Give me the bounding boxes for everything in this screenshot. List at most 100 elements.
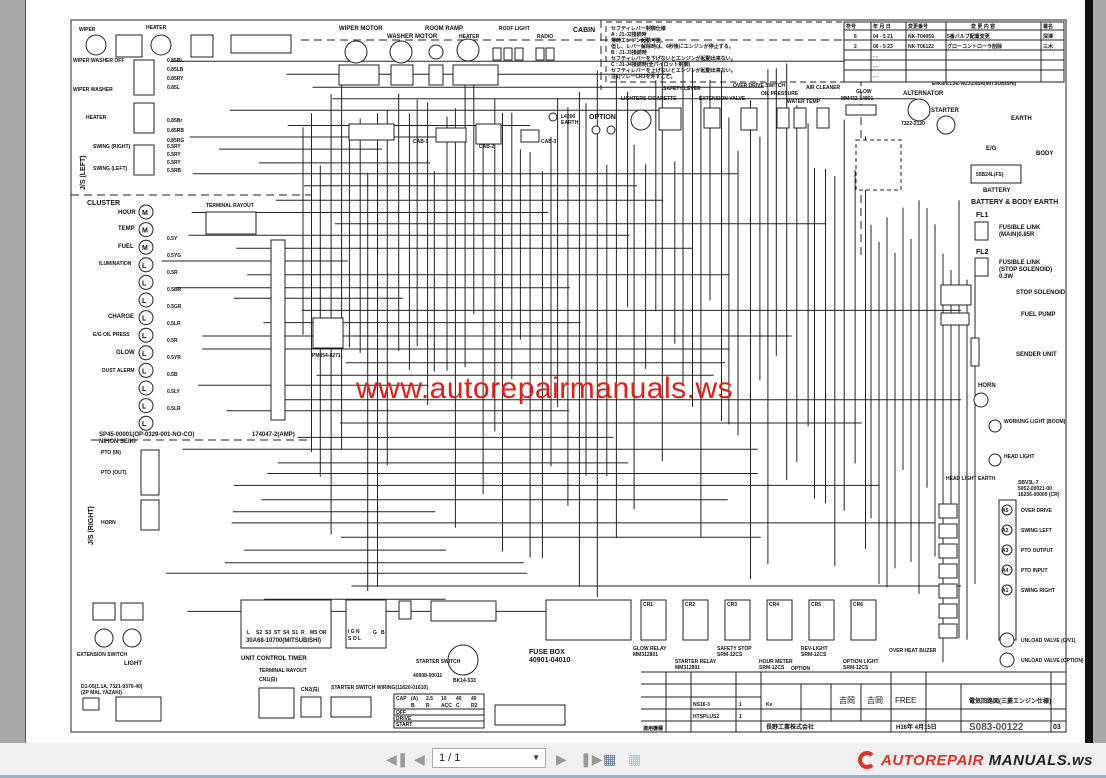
diagram-shape bbox=[348, 123, 395, 141]
label: B bbox=[411, 703, 415, 709]
label: FUSIBLE LINK bbox=[999, 260, 1041, 266]
label: C : J1-J4接続時(全パイロット制御) bbox=[611, 61, 691, 68]
label: 0.5B bbox=[167, 372, 178, 378]
left-panel: WIPER HEATER WIPER·WASHER OFF WIPER WASH… bbox=[73, 25, 344, 722]
lamp-icon bbox=[138, 415, 154, 431]
heater-switch-icon bbox=[150, 34, 172, 56]
next-page-icon[interactable]: ▶ bbox=[556, 751, 567, 767]
diagram-shape bbox=[855, 139, 902, 191]
label: SWING (LEFT) bbox=[93, 166, 127, 172]
diagram-shape bbox=[514, 47, 524, 61]
cabin-devices: WIPER MOTOR WASHER MOTOR ROOM RAMP HEATE… bbox=[338, 25, 1058, 206]
extension-switch-icon bbox=[94, 628, 114, 648]
diagram-shape bbox=[389, 40, 413, 64]
diagram-shape bbox=[345, 599, 387, 649]
label: 変 更 内 容 bbox=[971, 23, 995, 30]
label: 0.5RB bbox=[167, 168, 182, 174]
diagram-shape bbox=[140, 449, 160, 496]
label: 0.5YG bbox=[167, 253, 181, 259]
diagram-shape bbox=[71, 20, 862, 441]
lamp-glyph: L bbox=[142, 404, 147, 411]
diagram-shape bbox=[520, 129, 540, 143]
label: FL2 bbox=[976, 249, 989, 256]
label: 但し、レバー解除時は、6秒後にエンジンが停止する。 bbox=[610, 43, 734, 50]
label: 06 - 5 23 bbox=[873, 44, 893, 50]
cigarette-lighter-icon bbox=[630, 109, 652, 131]
diagram-shape bbox=[82, 697, 100, 711]
label: HEAD LIGHT EARTH bbox=[946, 476, 996, 482]
label: HTSPLUS2 bbox=[693, 714, 719, 720]
diagram-shape bbox=[312, 317, 344, 349]
horn-icon bbox=[973, 392, 989, 408]
label: OVER DRIVE SWITCH bbox=[733, 83, 785, 89]
label: B : J1-J3接続時 bbox=[611, 49, 647, 56]
unload-valve-icon bbox=[999, 632, 1015, 648]
relay-3 bbox=[724, 599, 751, 641]
fit-page-icon[interactable]: ▦ bbox=[603, 751, 617, 767]
connector-174047 bbox=[270, 239, 286, 421]
label: LIGHT bbox=[124, 661, 142, 667]
lamp-icon bbox=[138, 362, 154, 378]
label: UNLOAD VALVE (OPTION) bbox=[1021, 658, 1084, 664]
label: 変更番号 bbox=[908, 23, 928, 30]
previous-page-icon[interactable]: ◀ bbox=[414, 751, 425, 767]
unload-valve-icon bbox=[999, 652, 1015, 668]
label: H16年 4月15日 bbox=[896, 723, 937, 731]
site-logo: AUTOREPAIR MANUALS.ws bbox=[858, 749, 1093, 771]
label: A5 bbox=[1002, 508, 1009, 514]
label: SWING (RIGHT) bbox=[93, 144, 131, 150]
label: 2.5 bbox=[426, 696, 433, 702]
label: 署名 bbox=[1042, 23, 1053, 30]
page-number-select[interactable]: 1 / 1 ▼ bbox=[432, 748, 546, 768]
label: CN2(白) bbox=[301, 686, 320, 693]
label: OR bbox=[319, 630, 327, 636]
label: 吉岡 bbox=[867, 696, 883, 705]
head-light-icon bbox=[988, 453, 1002, 467]
working-light-icon bbox=[988, 419, 1002, 433]
label: 0.5Y bbox=[167, 236, 178, 242]
label: CAB-3 bbox=[541, 139, 556, 145]
lamp-glyph: L bbox=[142, 368, 147, 375]
label: STARTER SWITCH bbox=[416, 659, 461, 665]
label: GLOW RELAY bbox=[633, 646, 667, 652]
first-page-icon[interactable]: ◀❚ bbox=[386, 751, 409, 767]
label: EXTENSION SWITCH bbox=[77, 652, 127, 658]
label: セフティレバーを上げないとエンジンが起動出来ない。 bbox=[611, 67, 736, 74]
label: NK-T04059 bbox=[908, 34, 934, 40]
label: 6 bbox=[854, 34, 857, 40]
lamp-icon bbox=[138, 292, 154, 308]
relay-2 bbox=[682, 599, 709, 641]
relay-4 bbox=[766, 599, 793, 641]
label: NIHON SEIKI bbox=[99, 439, 136, 445]
last-page-icon[interactable]: ❚▶ bbox=[580, 751, 603, 767]
valve-connector bbox=[938, 603, 958, 619]
valve-connector bbox=[938, 563, 958, 579]
right-panel: FL1 FUSIBLE LINK(MAIN)0.85R FL2 FUSIBLE … bbox=[938, 212, 1084, 668]
watermark-text[interactable]: www.autorepairmanuals.ws bbox=[356, 372, 734, 405]
label: 適用機種 bbox=[643, 725, 663, 732]
label: 1 bbox=[739, 702, 742, 708]
label: 0.5LR bbox=[167, 321, 181, 327]
label: CAB-2 bbox=[479, 144, 494, 150]
label: ALTERNATOR bbox=[903, 91, 944, 97]
chevron-down-icon[interactable]: ▼ bbox=[532, 753, 540, 762]
diagram-shape bbox=[535, 47, 545, 61]
label: (A) bbox=[411, 696, 418, 702]
label: G bbox=[373, 630, 377, 636]
label: S1 bbox=[292, 630, 298, 636]
label: 0.85RY bbox=[167, 76, 184, 82]
label: セフティレバー制御仕様 bbox=[611, 25, 667, 32]
label: HOUR METER bbox=[759, 659, 793, 665]
fit-width-icon[interactable]: ▦ bbox=[628, 751, 642, 767]
label: S4 bbox=[283, 630, 289, 636]
label: 0.5LR bbox=[167, 406, 181, 412]
diagram-shape bbox=[974, 221, 989, 241]
label: SP45-00001(OP-0329-001-NO-CO) bbox=[99, 432, 194, 438]
label: グローコントローラ削除 bbox=[947, 43, 1003, 50]
label: SAFETY LEVER bbox=[663, 86, 701, 92]
relay-1 bbox=[640, 599, 667, 641]
label: 深澤 bbox=[1043, 33, 1053, 40]
